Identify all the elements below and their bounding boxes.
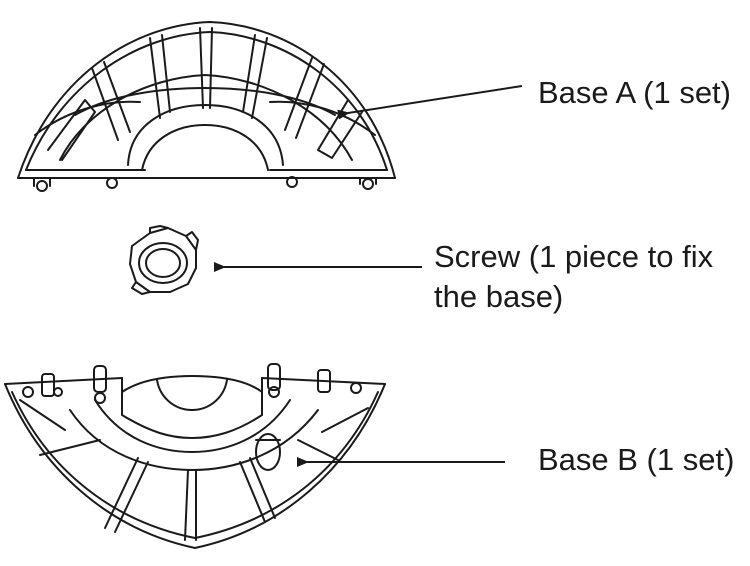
base-a-arrow (337, 85, 523, 120)
base-b-label: Base B (1 set) (538, 442, 735, 477)
screw-drawing (129, 225, 199, 295)
screw-label-line-2: the base) (434, 279, 564, 314)
screw-label: Screw (1 piece to fix the base) (434, 237, 713, 317)
base-b-drawing (4, 363, 386, 549)
screw-label-line-1: Screw (1 piece to fix (434, 239, 714, 274)
base-a-drawing (17, 21, 396, 192)
base-a-label: Base A (1 set) (538, 75, 731, 110)
